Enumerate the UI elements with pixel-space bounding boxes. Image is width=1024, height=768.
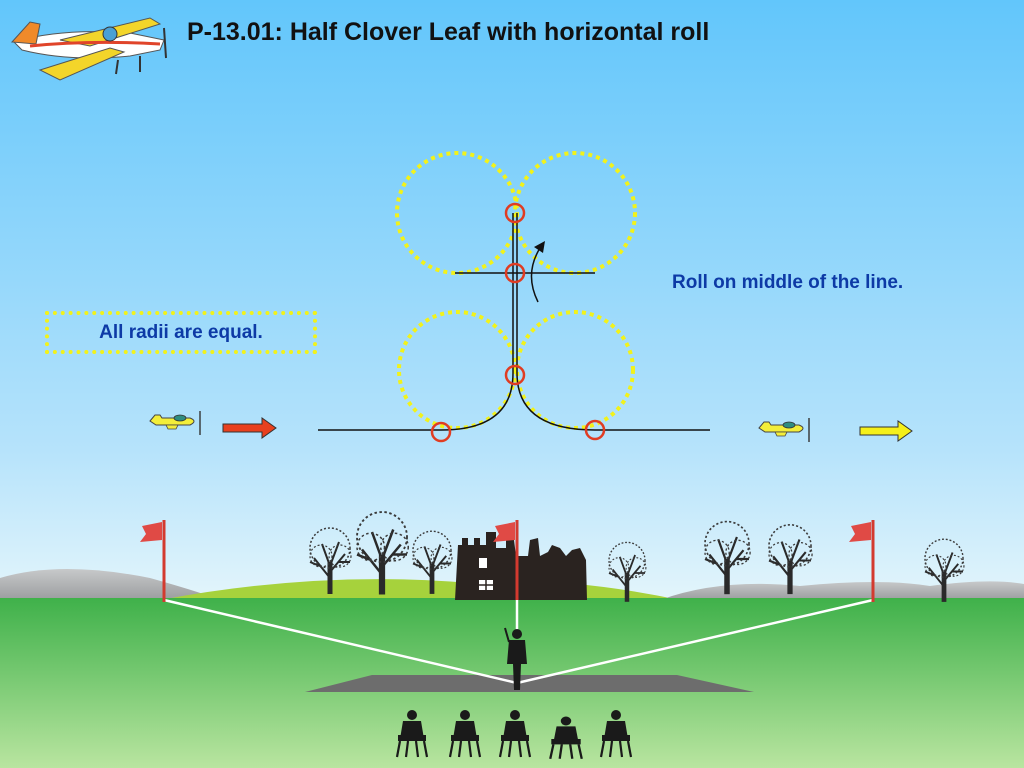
page-title: P-13.01: Half Clover Leaf with horizonta…	[187, 18, 710, 46]
loop-bottom-right	[515, 310, 635, 430]
stunt-airplane-icon	[10, 17, 167, 81]
flag-left	[140, 520, 166, 602]
hill-right	[660, 581, 1024, 600]
radii-note-box: All radii are equal.	[45, 311, 317, 354]
flag-center	[493, 520, 519, 600]
sky	[0, 0, 1024, 600]
marker-entry	[430, 421, 452, 443]
marker-vertical	[504, 364, 526, 386]
exit-arrow-icon	[859, 420, 913, 442]
entry-arrow-icon	[222, 417, 277, 439]
radii-note: All radii are equal.	[99, 321, 263, 343]
sight-lines	[163, 598, 874, 685]
flag-right	[849, 520, 875, 602]
figure-path	[318, 151, 710, 443]
marker-top	[504, 202, 526, 224]
loop-bottom-left	[397, 310, 517, 430]
loop-top-right	[513, 151, 637, 275]
marker-exit	[584, 419, 606, 441]
pilot-silhouette	[504, 627, 527, 690]
roll-note: Roll on middle of the line.	[672, 272, 904, 293]
castle-ruin	[455, 532, 587, 600]
marker-roll	[504, 262, 526, 284]
runway	[305, 675, 754, 692]
